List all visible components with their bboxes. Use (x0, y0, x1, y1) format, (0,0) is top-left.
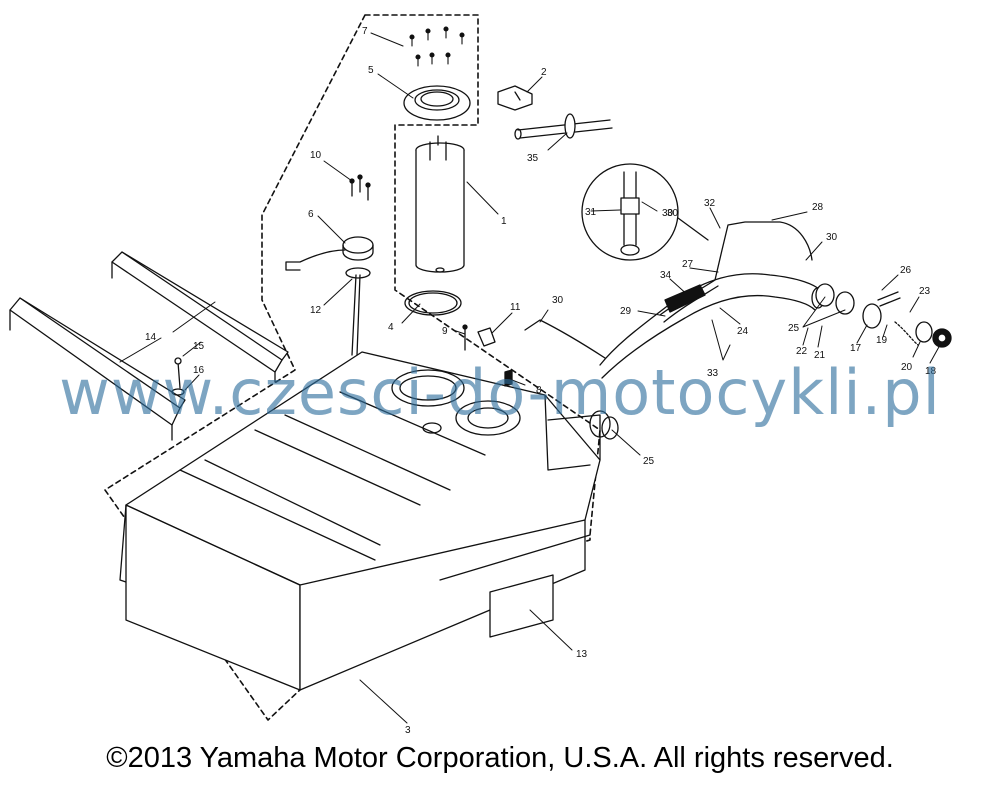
callout-31: 31 (585, 207, 597, 218)
callout-15: 15 (193, 341, 205, 352)
tank-bracket-right (111, 251, 289, 383)
copyright-notice: ©2013 Yamaha Motor Corporation, U.S.A. A… (106, 742, 894, 774)
callout-30-detail: 30 (662, 208, 674, 219)
callout-28: 28 (812, 202, 824, 213)
callout-13: 13 (576, 649, 588, 660)
sender-screws (349, 174, 371, 201)
fuel-level-sender (285, 236, 374, 356)
label-plate (489, 574, 554, 638)
clamp-8 (504, 369, 513, 387)
washer (171, 388, 185, 396)
callout-19: 19 (876, 335, 888, 346)
callout-35: 35 (527, 153, 539, 164)
filler-seals (815, 283, 952, 348)
detail-view (581, 163, 679, 261)
callout-14: 14 (145, 332, 157, 343)
callout-12: 12 (310, 305, 322, 316)
o-ring (404, 290, 462, 316)
fuel-tank (119, 351, 619, 691)
callout-16: 16 (193, 365, 205, 376)
callout-4: 4 (388, 322, 394, 333)
callout-21: 21 (814, 350, 826, 361)
callout-32: 32 (704, 198, 716, 209)
bracket (497, 85, 533, 111)
callout-6: 6 (308, 209, 314, 220)
fuel-pump (415, 135, 465, 273)
callout-9: 9 (442, 326, 448, 337)
callout-24: 24 (737, 326, 749, 337)
callout-labels: 1 2 3 5 6 7 8 9 10 11 12 13 14 15 16 17 … (145, 26, 937, 736)
callout-34: 34 (660, 270, 672, 281)
callout-11: 11 (510, 302, 521, 313)
callout-10: 10 (310, 150, 322, 161)
flange-bolts (409, 26, 465, 67)
tube-fitting (514, 113, 613, 140)
callout-30-detail-lower: 30 (667, 208, 679, 219)
callout-8: 8 (536, 385, 542, 396)
bolt (177, 361, 181, 389)
callout-3: 3 (405, 725, 411, 736)
callout-1: 1 (501, 216, 507, 227)
callout-23: 23 (919, 286, 931, 297)
callout-25-lower: 25 (643, 456, 655, 467)
hose-30-short (524, 319, 606, 359)
callout-20: 20 (901, 362, 913, 373)
callout-25-upper: 25 (788, 323, 800, 334)
leader-lines (119, 32, 941, 724)
callout-33: 33 (707, 368, 719, 379)
tank-bracket-left (9, 297, 186, 441)
callout-18: 18 (925, 366, 937, 377)
pump-flange-plate (403, 85, 471, 121)
callout-29: 29 (620, 306, 632, 317)
callout-5: 5 (368, 65, 374, 76)
callout-22: 22 (796, 346, 808, 357)
clamp-34 (664, 284, 706, 313)
callout-26: 26 (900, 265, 912, 276)
callout-30-seal: 30 (826, 232, 838, 243)
callout-30-fitting: 30 (552, 295, 564, 306)
callout-27: 27 (682, 259, 694, 270)
vent-hose (659, 221, 813, 323)
callout-2: 2 (541, 67, 547, 78)
elbow-fitting (477, 327, 496, 347)
callout-7: 7 (362, 26, 368, 37)
callout-17: 17 (850, 343, 862, 354)
